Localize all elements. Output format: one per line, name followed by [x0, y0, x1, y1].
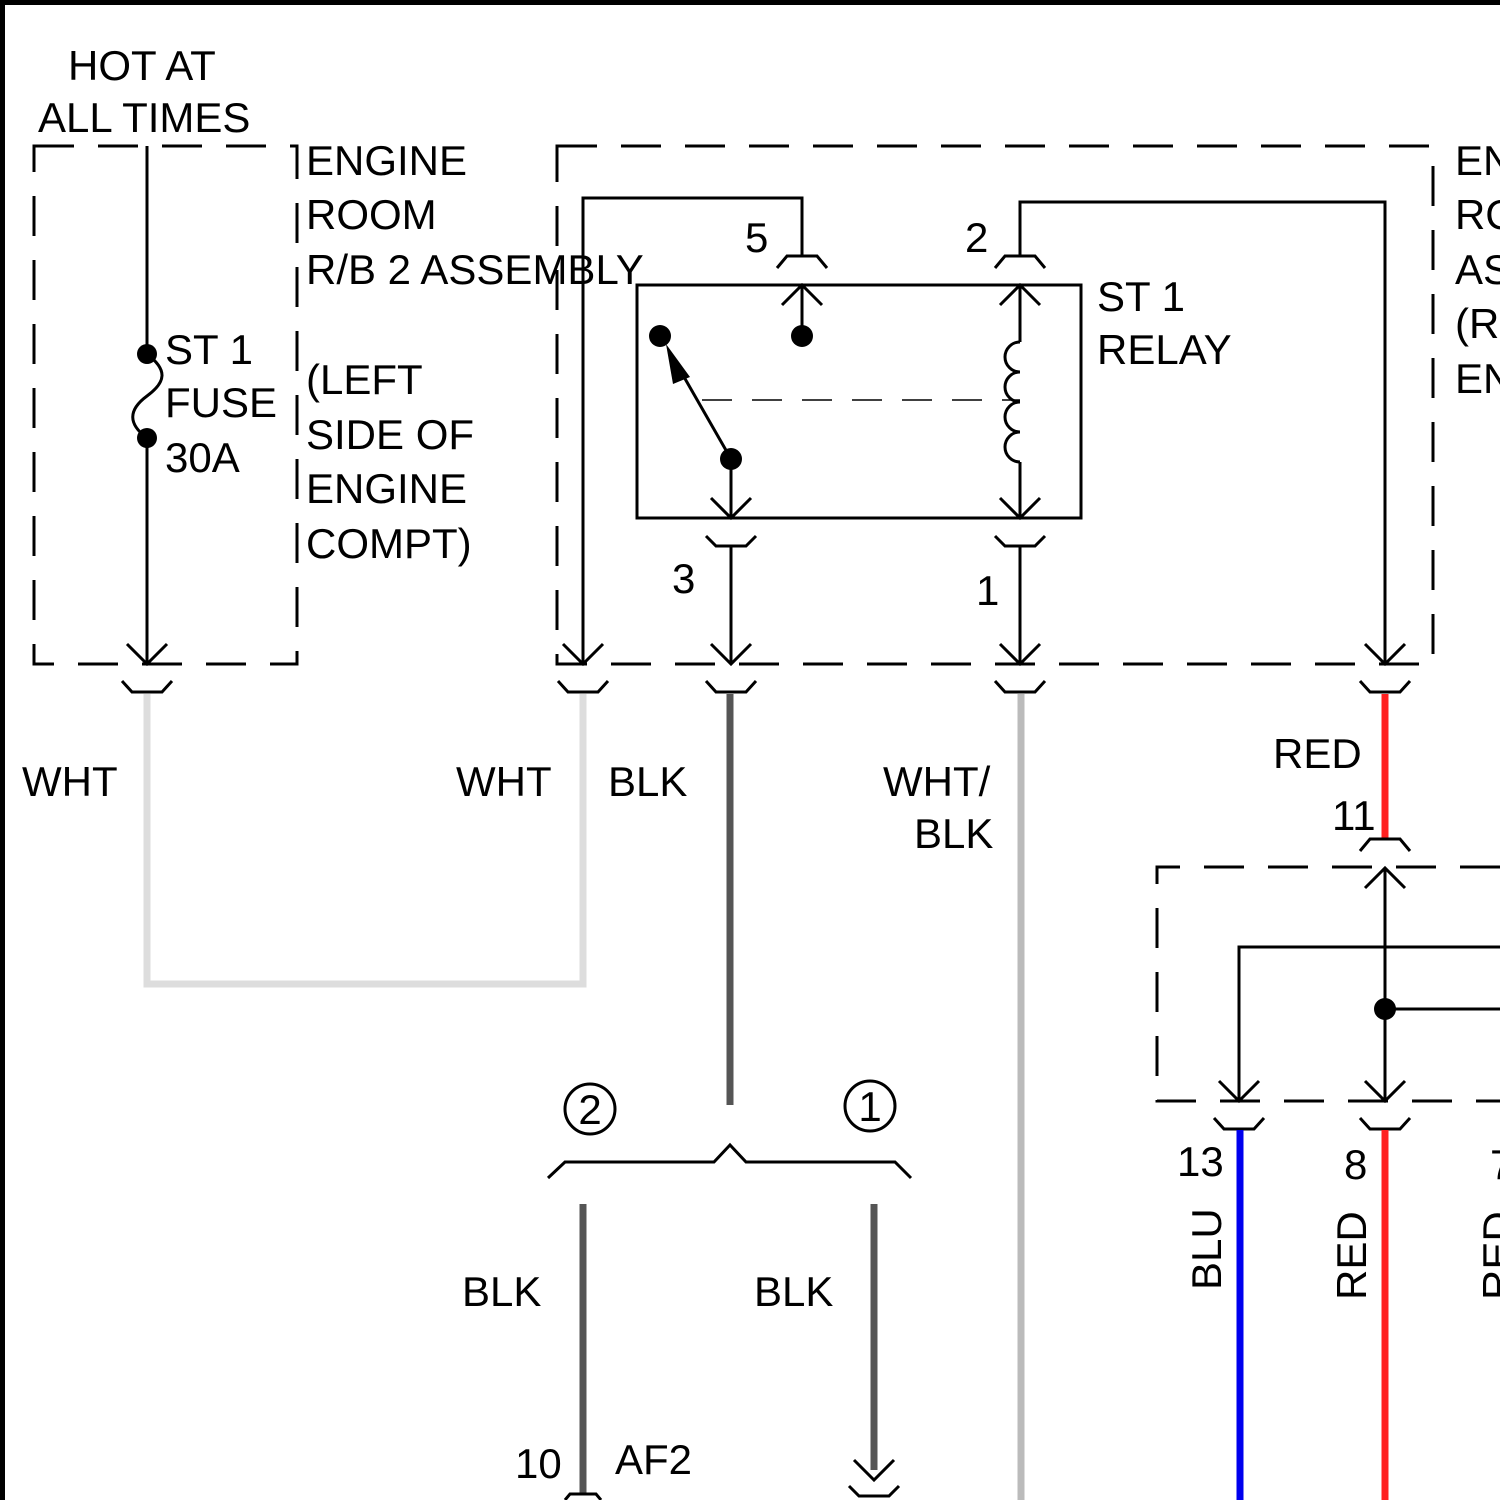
- wire-label-red-top: RED: [1273, 730, 1362, 777]
- relay-pin-3: 3: [672, 555, 695, 602]
- relay-pin-1: 1: [976, 567, 999, 614]
- relay-coil: [1000, 285, 1040, 518]
- fuse-rating: 30A: [165, 434, 240, 481]
- junction-marker-right: 1: [858, 1083, 881, 1130]
- connector-af2-pin: 10: [515, 1440, 562, 1487]
- wire-label-red-7: RED: [1474, 1211, 1500, 1300]
- right-box-label-line-1: EN: [1455, 137, 1500, 184]
- relay-pin-2: 2: [965, 214, 988, 261]
- wire-label-blk: BLK: [608, 758, 687, 805]
- lower-box-boundary: [1157, 867, 1500, 1101]
- rb2-location-line-3: ENGINE: [306, 465, 467, 512]
- power-label-line-2: ALL TIMES: [38, 94, 250, 141]
- fuse-st1: [127, 146, 167, 664]
- lower-box-pin-8: 8: [1344, 1141, 1367, 1188]
- right-box-label-line-2: RO: [1455, 191, 1500, 238]
- power-label-line-1: HOT AT: [68, 42, 216, 89]
- wire-label-blu: BLU: [1183, 1208, 1230, 1290]
- wire-label-blk-left: BLK: [462, 1268, 541, 1315]
- rb2-name-line-2: ROOM: [306, 191, 437, 238]
- wire-wht-loop: [147, 694, 583, 984]
- fuse-name: ST 1: [165, 326, 253, 373]
- connector-af2-name: AF2: [615, 1436, 692, 1483]
- rb2-location-line-2: SIDE OF: [306, 411, 474, 458]
- rb2-name-line-3: R/B 2 ASSEMBLY: [306, 246, 644, 293]
- rb2-location-line-1: (LEFT: [306, 356, 423, 403]
- right-box-label-line-5: EN: [1455, 355, 1500, 402]
- right-box-label-line-4: (R: [1455, 300, 1499, 347]
- rb2-location-line-4: COMPT): [306, 520, 472, 567]
- relay-name-line-2: RELAY: [1097, 326, 1232, 373]
- wire-label-wht-right: WHT: [456, 758, 552, 805]
- rb2-name-line-1: ENGINE: [306, 137, 467, 184]
- relay-pin3-lead: [706, 536, 756, 664]
- fuse-type: FUSE: [165, 379, 277, 426]
- relay-pin1-lead: [995, 536, 1045, 664]
- relay-pin-5: 5: [745, 214, 768, 261]
- lower-box-pin-13: 13: [1177, 1138, 1224, 1185]
- box-exit-terminals: [122, 681, 1410, 692]
- wire-label-blk-right: BLK: [754, 1268, 833, 1315]
- wire-label-wht-left: WHT: [22, 758, 118, 805]
- lower-box-pin11: [1360, 839, 1410, 1101]
- wire-label-wht-blk-line-1: WHT/: [883, 758, 991, 805]
- relay-name-line-1: ST 1: [1097, 273, 1185, 320]
- lower-box-pin-7: 7: [1490, 1141, 1500, 1188]
- relay-pin2-loop: [995, 202, 1405, 664]
- right-box-label-line-3: AS: [1455, 246, 1500, 293]
- wire-label-wht-blk-line-2: BLK: [914, 810, 993, 857]
- relay-switch: [649, 285, 1020, 518]
- junction-marker-left: 2: [578, 1086, 601, 1133]
- lower-box-pin-11: 11: [1332, 792, 1376, 839]
- wire-label-red-8: RED: [1328, 1211, 1375, 1300]
